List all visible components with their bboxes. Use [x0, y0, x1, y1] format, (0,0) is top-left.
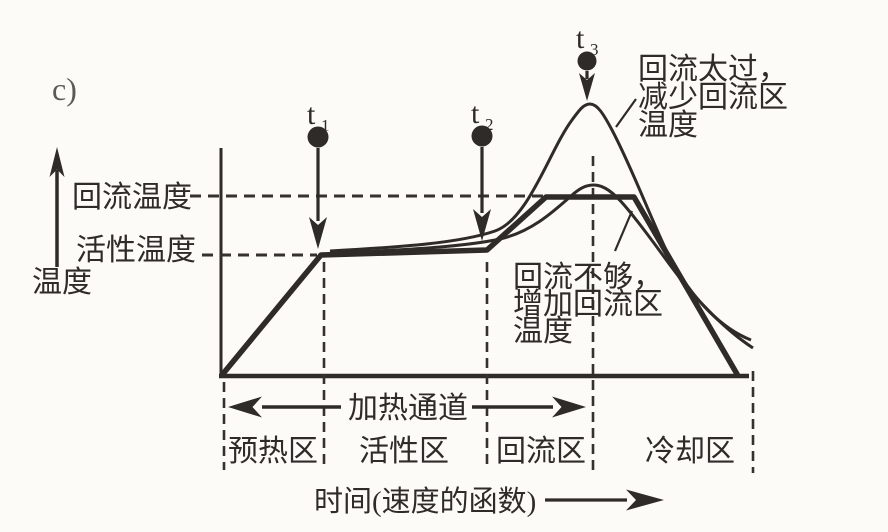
annotation-overshoot-line1: 回流太过，: [638, 53, 788, 86]
heating-channel-label: 加热通道: [348, 392, 468, 425]
annotation-undershoot: 回流不够， 增加回流区 温度: [513, 261, 663, 348]
t2-arrowhead-icon: [473, 209, 491, 241]
t3-arrowhead-icon: [579, 73, 595, 101]
overshoot-profile-curve: [329, 102, 752, 342]
t1-subscript: 1: [321, 116, 330, 135]
t2-subscript: 2: [485, 115, 494, 134]
heating-left-arrowhead-icon: [228, 396, 262, 418]
annotation-overshoot-line2: 减少回流区: [638, 81, 788, 114]
zone-label-activation: 活性区: [359, 435, 449, 468]
annotation-undershoot-line2: 增加回流区: [513, 288, 663, 321]
t2-dot-icon: [471, 125, 493, 147]
t2-label: t: [471, 97, 480, 130]
x-axis-label: 时间(速度的函数): [314, 485, 536, 518]
ideal-profile-curve: [219, 194, 740, 378]
time-axis-arrow-icon: [545, 489, 664, 511]
time-marker-t3: t 3: [576, 22, 599, 101]
annotation-overshoot: 回流太过， 减少回流区 温度: [638, 53, 788, 142]
t1-arrowhead-icon: [309, 217, 327, 249]
zone-label-preheat: 预热区: [228, 435, 318, 468]
y-axis-arrow-icon: [49, 147, 65, 267]
panel-label: c): [52, 71, 77, 107]
undershoot-profile-curve: [329, 183, 754, 350]
undershoot-leader-line: [613, 210, 634, 252]
heating-right-arrowhead-icon: [552, 396, 586, 418]
time-marker-t1: t 1: [307, 98, 330, 249]
activation-temp-label: 活性温度: [76, 234, 196, 267]
t3-label: t: [576, 22, 585, 55]
annotation-undershoot-line1: 回流不够，: [513, 261, 663, 294]
time-marker-t2: t 2: [471, 97, 494, 241]
t1-label: t: [307, 98, 316, 131]
t3-subscript: 3: [590, 40, 599, 59]
y-axis-label: 温度: [32, 266, 92, 299]
zone-label-reflow: 回流区: [496, 435, 586, 468]
zone-label-cooling: 冷却区: [645, 435, 735, 468]
annotation-undershoot-line3: 温度: [513, 315, 573, 348]
reflow-temp-label: 回流温度: [72, 181, 192, 214]
heating-channel: 加热通道: [228, 392, 586, 425]
overshoot-leader-line: [615, 98, 637, 128]
t1-dot-icon: [307, 126, 329, 148]
t3-dot-icon: [577, 51, 597, 71]
annotation-overshoot-line3: 温度: [638, 109, 698, 142]
